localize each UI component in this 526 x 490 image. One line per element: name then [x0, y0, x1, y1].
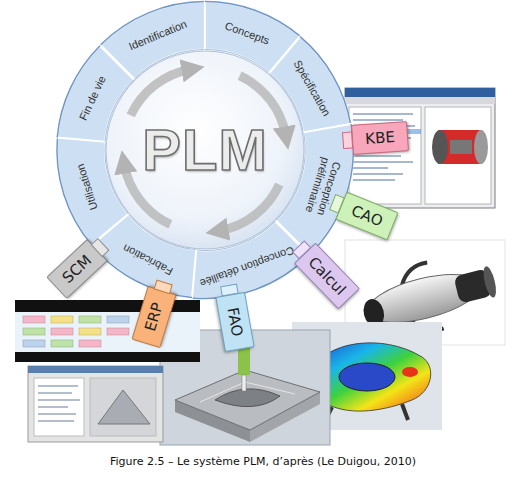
screen-box: [107, 328, 129, 335]
screen-body: [15, 312, 200, 352]
screen-box: [79, 340, 101, 347]
plug-tab: [154, 281, 172, 294]
plug-tab: [330, 194, 344, 212]
tree-pane: [349, 107, 421, 204]
title-bar: [345, 88, 495, 97]
software-tag: KBE: [351, 121, 409, 155]
software-tag: Calcul: [294, 242, 360, 309]
node-label: ERP: [141, 301, 166, 334]
cutting-tool: [242, 375, 246, 391]
node-label: KBE: [364, 128, 395, 147]
figure-caption: Figure 2.5 – Le système PLM, d’après (Le…: [0, 455, 526, 469]
window-frame: [345, 88, 495, 208]
plm-hub: PLM: [105, 50, 305, 250]
part-shape: [98, 390, 150, 424]
part-bore: [450, 140, 472, 154]
hot-spot: [402, 367, 418, 377]
plug-tab: [342, 132, 352, 149]
cycle-arrow: [131, 69, 191, 115]
list-pane: [34, 378, 84, 436]
view-pane: [425, 107, 491, 204]
screen-box: [79, 328, 101, 335]
pocket: [215, 389, 280, 407]
tool-path: [200, 382, 295, 402]
screen-box: [79, 316, 101, 323]
black-band: [15, 352, 200, 362]
scm-screenshot: [15, 300, 200, 362]
part-end: [432, 130, 448, 164]
software-tag: ERP: [131, 286, 176, 348]
software-tag: CAO: [336, 191, 399, 240]
software-tag: FAO: [216, 292, 255, 352]
screen-box: [51, 316, 73, 323]
part-hole: [339, 363, 395, 391]
node-label: CAO: [349, 202, 385, 230]
menu-bar: [345, 97, 495, 104]
block-top: [175, 370, 320, 430]
screen-box: [23, 328, 45, 335]
window-frame: [28, 366, 163, 442]
cycle-arrow: [219, 185, 279, 231]
screen-box: [107, 316, 129, 323]
node-label: PLM: [142, 120, 267, 180]
screen-box: [51, 328, 73, 335]
erp-screenshot: [28, 366, 163, 442]
node-label: Calcul: [305, 254, 349, 299]
kbe-screenshot: [345, 88, 495, 208]
list-rows: [38, 386, 80, 421]
propeller: [481, 265, 498, 298]
screen-box: [23, 340, 45, 347]
node-label: FAO: [224, 307, 246, 339]
screen-box: [51, 340, 73, 347]
cycle-arrow: [124, 164, 170, 224]
node-label: SCM: [59, 252, 95, 287]
title-bar: [28, 366, 163, 373]
plug-tab: [292, 241, 310, 259]
plug-tab: [221, 285, 238, 297]
cycle-arrow: [240, 76, 286, 136]
screen-box: [23, 316, 45, 323]
hub-fill: [106, 51, 304, 249]
view-pane: [90, 378, 156, 436]
software-tag: SCM: [46, 239, 107, 299]
plug-tab: [91, 239, 108, 257]
part-end: [474, 130, 488, 164]
